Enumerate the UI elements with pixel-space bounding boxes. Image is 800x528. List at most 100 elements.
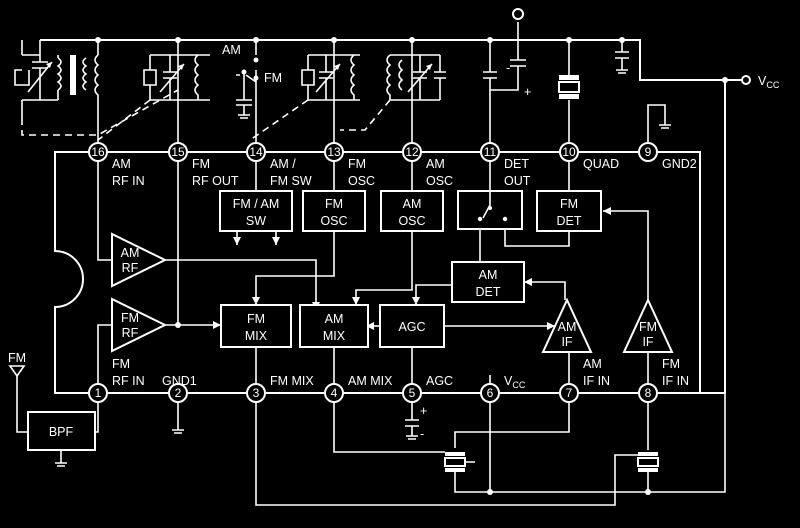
svg-text:FM: FM [560, 197, 578, 211]
pin-label-16: AM [112, 157, 131, 171]
svg-text:FM: FM [325, 197, 343, 211]
pin-label-3: FM MIX [270, 374, 314, 388]
pins-top: 9 10 11 12 13 14 15 16 [88, 142, 658, 162]
vcc-terminal[interactable] [741, 75, 751, 85]
pin-label-11: DET [504, 157, 529, 171]
pin-1: 1 [88, 383, 108, 403]
pin-number: 15 [171, 145, 185, 159]
wire-amif-amdet [524, 281, 566, 300]
gang-dash-3 [249, 99, 309, 141]
junction-dots-top [95, 37, 728, 328]
svg-text:MIX: MIX [245, 329, 268, 343]
wire-sw-fmdet [504, 220, 570, 247]
pin-label-7-b: IF IN [583, 374, 610, 388]
pin-label-14: AM / [270, 157, 296, 171]
wire-am-osc [355, 231, 413, 305]
pin-label-1-b: RF IN [112, 374, 145, 388]
pin-14: 14 [246, 142, 266, 162]
pin-number: 4 [331, 386, 338, 400]
pin-label-11-b: OUT [504, 174, 531, 188]
quad-resonator [558, 40, 580, 145]
pin-2: 2 [168, 383, 188, 403]
block-fm-mix: FM MIX [220, 304, 292, 348]
pin-number: 10 [562, 145, 576, 159]
svg-text:DET: DET [476, 285, 501, 299]
svg-text:FM: FM [639, 320, 657, 334]
vcc-label: VCC [758, 74, 780, 90]
fm-osc-tank [301, 40, 360, 145]
svg-text:AM: AM [325, 312, 344, 326]
pin-label-13-b: OSC [348, 174, 375, 188]
pin-number: 7 [566, 386, 573, 400]
svg-text:IF: IF [642, 335, 653, 349]
pin-16: 16 [88, 142, 108, 162]
block-det-switch [457, 190, 523, 230]
pin-number: 9 [645, 145, 652, 159]
fm-if-filter [255, 393, 659, 506]
pin-label-16-b: RF IN [112, 174, 145, 188]
pin-3: 3 [246, 383, 266, 403]
svg-text:BPF: BPF [49, 425, 74, 439]
pin-number: 11 [484, 145, 497, 159]
block-am-det: AM DET [451, 261, 525, 303]
block-agc: AGC [379, 304, 445, 348]
pin-number: 14 [249, 145, 263, 159]
amp-am-rf: AM RF [111, 232, 168, 288]
svg-text:AM: AM [479, 268, 498, 282]
agc-cap: + - [405, 393, 427, 441]
am-if-filter [333, 393, 726, 493]
svg-text:AM: AM [121, 246, 140, 260]
pin-label-10: QUAD [583, 157, 619, 171]
pin-label-14-b: FM SW [270, 174, 312, 188]
svg-text:RF: RF [122, 326, 139, 340]
block-fm-am-sw: FM / AM SW [219, 190, 293, 232]
pin-label-7: AM [583, 357, 602, 371]
det-out-caps: - + [483, 8, 531, 145]
pin-number: 6 [487, 386, 494, 400]
gang-dash-4 [340, 99, 391, 131]
svg-text:FM / AM: FM / AM [233, 197, 280, 211]
amp-fm-if: FM IF [622, 297, 674, 353]
junction-dots-bottom [487, 489, 651, 495]
pin-13: 13 [324, 142, 344, 162]
block-am-osc: AM OSC [380, 190, 444, 232]
wire-amdet-agc [415, 284, 452, 305]
pin-label-12-b: OSC [426, 174, 453, 188]
pin-label-1: FM [112, 357, 130, 371]
gang-dash-1 [21, 89, 179, 136]
wire-fm-rf-in [97, 324, 112, 393]
vcc-decoupling-cap [615, 40, 629, 74]
svg-text:+: + [420, 404, 427, 418]
svg-text:AGC: AGC [398, 320, 425, 334]
pin-number: 8 [645, 386, 652, 400]
pin-label-13: FM [348, 157, 366, 171]
pin-number: 12 [405, 145, 419, 159]
wire-vcc-rail [40, 39, 726, 394]
block-am-mix: AM MIX [299, 304, 369, 348]
block-fm-det: FM DET [536, 190, 602, 232]
svg-text:-: - [506, 61, 510, 75]
wire-am-rf-in [97, 152, 112, 261]
pin-5: 5 [402, 383, 422, 403]
am-antenna-tank [14, 40, 100, 145]
pins-bottom: 1 2 3 4 5 6 7 8 [88, 383, 658, 403]
pin-label-5: AGC [426, 374, 453, 388]
pin-label-4: AM MIX [348, 374, 393, 388]
pin-label-15-b: RF OUT [192, 174, 239, 188]
pin-label-2: GND1 [162, 374, 197, 388]
block-fm-osc: FM OSC [302, 190, 366, 232]
pin-number: 13 [327, 145, 341, 159]
pin-label-8: FM [662, 357, 680, 371]
svg-text:+: + [524, 85, 531, 99]
gang-dash-2 [97, 99, 151, 141]
am-fm-switch[interactable] [236, 40, 259, 145]
pin-4: 4 [324, 383, 344, 403]
pin-9: 9 [638, 142, 658, 162]
svg-text:DET: DET [557, 214, 582, 228]
svg-text:AM: AM [403, 197, 422, 211]
amp-fm-rf: FM RF [111, 297, 168, 353]
am-osc-tank [386, 40, 446, 145]
svg-text:FM: FM [121, 311, 139, 325]
